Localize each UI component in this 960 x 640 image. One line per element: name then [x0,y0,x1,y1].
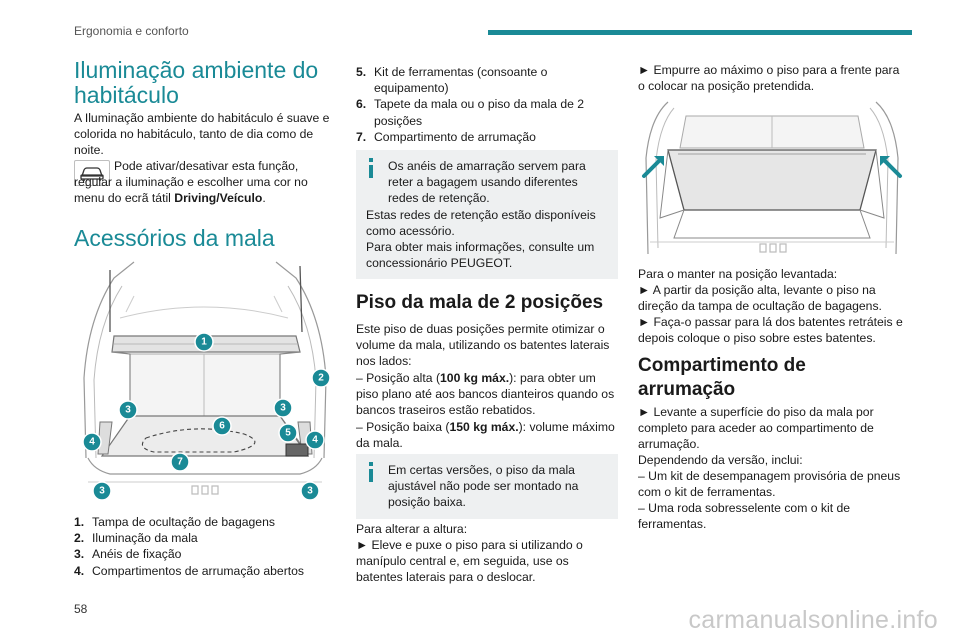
storage-compartment-title: Compartimento de arrumação [638,355,806,400]
list-item: 6.Tapete da mala ou o piso da mala de 2 … [356,97,585,128]
keep-raised-step-2: ► Faça-o passar para lá dos batentes ret… [638,315,903,346]
storage-item-2: – Uma roda sobresselente com o kit de fe… [638,501,851,532]
ambient-lighting-title: Iluminação ambiente do habitáculo [74,57,319,108]
list-item: 5.Kit de ferramentas (consoante o equipa… [356,65,548,96]
svg-text:4: 4 [89,437,95,448]
list-item: 3.Anéis de fixação [74,547,182,562]
svg-text:7: 7 [177,457,183,468]
svg-text:2: 2 [318,373,324,384]
running-header: Ergonomia e conforto [74,24,189,38]
storage-version-note: Dependendo da versão, inclui: [638,453,803,467]
svg-text:1: 1 [201,337,207,348]
svg-text:3: 3 [125,405,131,416]
svg-text:6: 6 [219,421,225,432]
svg-text:3: 3 [307,486,313,497]
keep-raised-step-1: ► A partir da posição alta, levante o pi… [638,283,882,314]
svg-text:4: 4 [312,435,318,446]
ambient-lighting-howto: Pode ativar/desativar esta função, regul… [74,159,308,206]
page-number: 58 [74,602,88,616]
raised-floor-illustration [638,98,906,258]
floor-low-position: – Posição baixa (150 kg máx.): volume má… [356,420,615,451]
list-item: 2.Iluminação da mala [74,531,198,546]
list-item: 7.Compartimento de arrumação [356,129,536,144]
info-icon [369,158,373,178]
svg-text:3: 3 [280,403,286,414]
info-icon [369,462,373,482]
keep-raised-title: Para o manter na posição levantada: [638,267,838,281]
info-note-low-position: Em certas versões, o piso da mala ajustá… [356,454,618,519]
storage-step: ► Levante a superfície do piso da mala p… [638,405,874,452]
trunk-accessories-title: Acessórios da mala [74,225,275,251]
list-item: 4.Compartimentos de arrumação abertos [74,563,305,578]
two-position-floor-title: Piso da mala de 2 posições [356,292,604,313]
car-icon [74,160,110,186]
ambient-lighting-intro: A Iluminação ambiente do habitáculo é su… [74,111,330,158]
svg-text:3: 3 [99,486,105,497]
watermark: carmanualsonline.info [688,606,938,634]
floor-high-position: – Posição alta (100 kg máx.): para obter… [356,371,615,418]
info-note-tie-rings: Os anéis de amarração servem para reter … [356,150,618,280]
trunk-accessories-list-a: 1.Tampa de ocultação de bagagens 2.Ilumi… [74,514,336,579]
trunk-accessories-list-b: 5.Kit de ferramentas (consoante o equipa… [356,64,618,145]
alter-height-step: ► Eleve e puxe o piso para si utilizando… [356,538,583,585]
list-item: 1.Tampa de ocultação de bagagens [74,515,275,529]
storage-item-1: – Um kit de desempanagem provisória de p… [638,469,901,500]
push-floor-step: ► Empurre ao máximo o piso para a frente… [638,63,900,94]
header-accent-bar [488,30,912,35]
floor-intro: Este piso de duas posições permite otimi… [356,322,610,369]
trunk-accessories-illustration: 1 2 3 3 4 4 5 6 7 3 3 [74,258,336,502]
alter-height-title: Para alterar a altura: [356,522,468,536]
svg-text:5: 5 [285,428,291,439]
